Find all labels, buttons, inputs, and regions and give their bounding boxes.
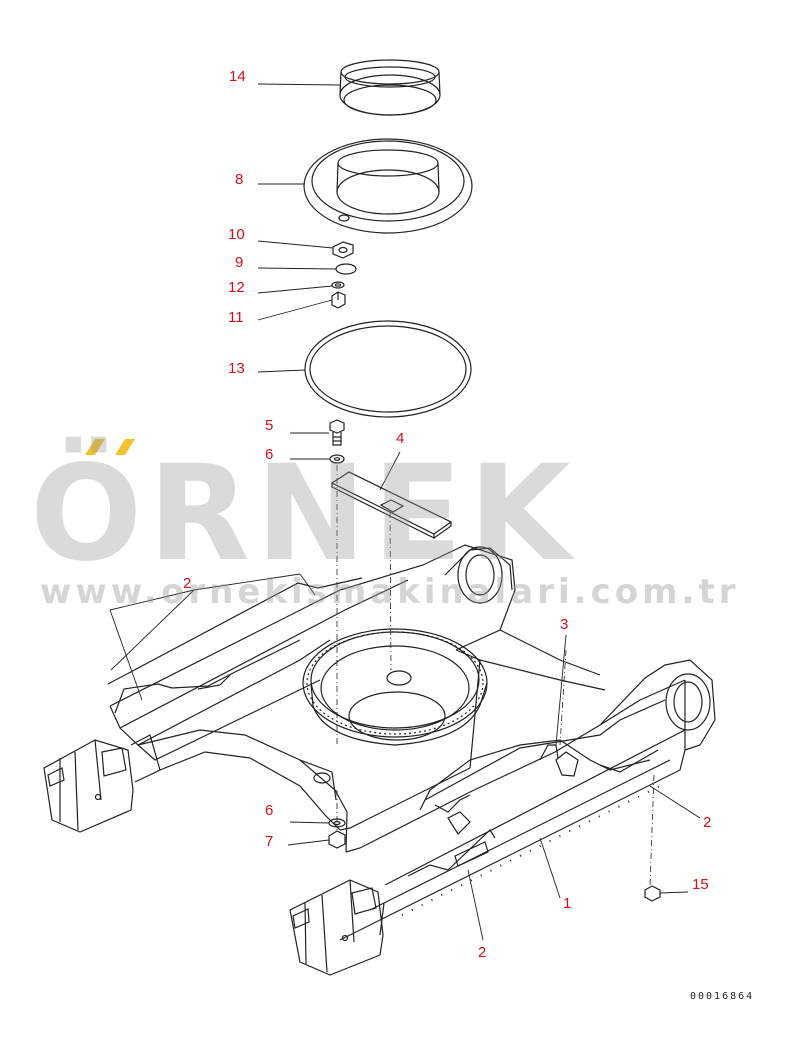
part-10-plate [332,241,354,259]
part-8-cover-plate [303,138,473,234]
callout-1: 1 [563,895,572,912]
part-12-washer [331,281,345,289]
track-frame [43,544,716,976]
watermark-accent-icon [85,439,135,455]
callout-6-lower: 6 [265,802,274,819]
callout-2-left: 2 [183,575,192,592]
callout-12: 12 [228,279,245,296]
callout-13: 13 [228,360,245,377]
part-5-bolt [329,419,345,446]
part-14-seal-ring [339,59,441,116]
callout-15: 15 [692,876,709,893]
part-11-nut [331,291,346,309]
callout-7: 7 [265,833,274,850]
watermark-url: www.ornekismakinalari.com.tr [40,572,740,612]
callout-9: 9 [235,254,244,271]
part-13-o-ring [304,320,472,418]
callout-11: 11 [228,309,244,326]
callout-6-upper: 6 [265,446,274,463]
swing-circle [302,628,488,746]
callout-10: 10 [228,226,245,243]
callout-3: 3 [560,616,569,633]
callout-8: 8 [235,171,244,188]
callout-2-right: 2 [703,814,712,831]
part-9-cap [335,263,357,275]
part-4-plate [330,471,453,539]
callout-14: 14 [229,68,246,85]
drawing-number: 00016864 [690,991,755,1002]
callout-2-bottom: 2 [478,944,487,961]
leader-lines [109,83,701,941]
callout-5: 5 [265,417,274,434]
part-15-plug [644,885,661,902]
watermark-brand: ÖRNEK [30,437,577,591]
callout-4: 4 [396,430,405,447]
part-7-nut [328,830,346,849]
